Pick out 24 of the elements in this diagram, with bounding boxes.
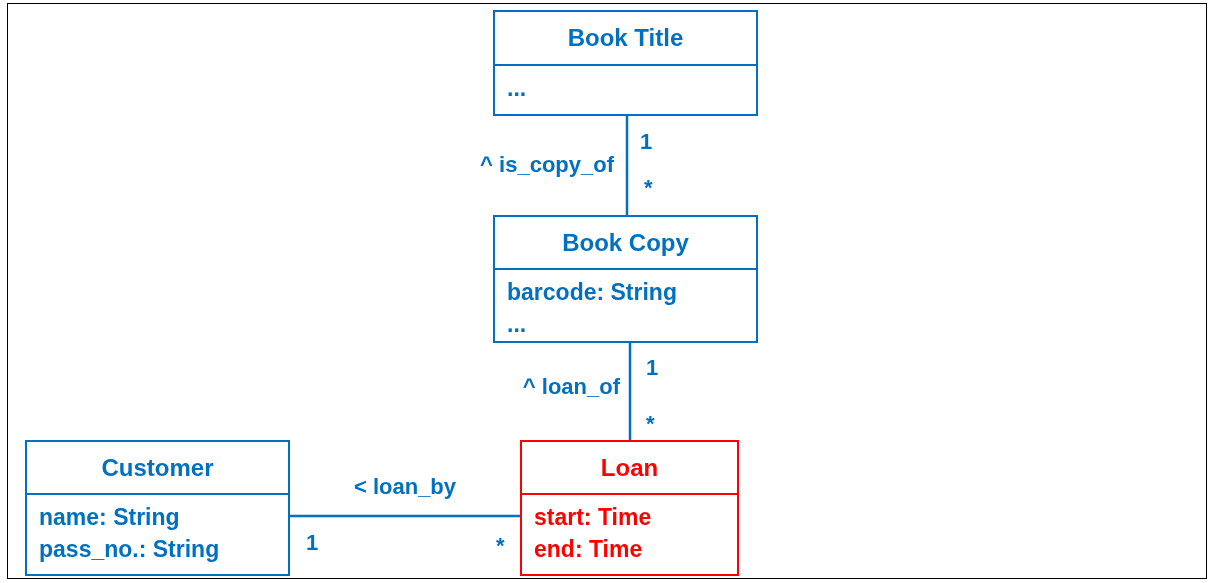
class-name: Book Copy [562,228,689,257]
attribute-text: ... [507,310,528,339]
association-line [625,116,629,215]
class-box [493,10,758,116]
association-line [628,343,632,440]
class-name: Loan [600,453,659,482]
attribute-text: pass_no.: String [39,535,221,564]
class-box [520,440,739,576]
multiplicity-label: * [646,411,655,437]
multiplicity-label: 1 [640,129,653,155]
multiplicity-label: 1 [646,355,659,381]
class-name: Customer [101,453,214,482]
class-box [25,440,290,576]
class-box [493,215,758,343]
multiplicity-label: 1 [306,530,319,556]
attribute-text: start: Time [534,503,653,532]
attribute-text: end: Time [534,535,644,564]
multiplicity-label: * [496,533,505,559]
class-name: Book Title [567,24,684,52]
multiplicity-label: * [644,175,653,201]
attribute-text: name: String [39,503,181,532]
association-line [290,514,520,518]
attribute-text: barcode: String [507,278,678,307]
attribute-text: ... [507,74,528,103]
